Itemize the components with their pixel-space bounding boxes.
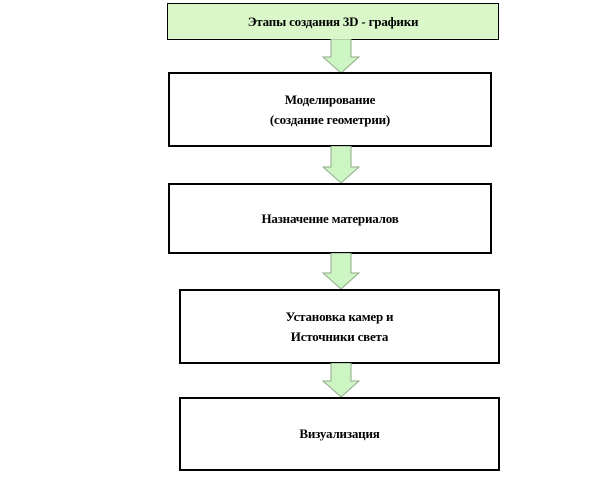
arrow-down-icon — [322, 39, 360, 74]
arrow-down-icon — [322, 363, 360, 398]
flowchart-title: Этапы создания 3D - графики — [167, 3, 499, 40]
flowchart-title-text: Этапы создания 3D - графики — [247, 13, 419, 29]
step-materials-line-1: Назначение материалов — [261, 210, 399, 226]
step-modeling-line-1: Моделирование — [284, 91, 376, 107]
step-cameras-lights-line-2: Источники света — [290, 328, 389, 344]
arrow-down-icon — [322, 146, 360, 184]
arrow-down-icon — [322, 253, 360, 290]
step-materials: Назначение материалов — [168, 183, 492, 254]
step-cameras-lights-line-1: Установка камер и — [285, 308, 394, 324]
step-rendering: Визуализация — [179, 397, 500, 471]
step-cameras-lights: Установка камер и Источники света — [179, 289, 500, 364]
step-modeling-line-2: (создание геометрии) — [269, 111, 391, 127]
step-modeling: Моделирование (создание геометрии) — [168, 72, 492, 147]
step-rendering-line-1: Визуализация — [299, 426, 380, 441]
